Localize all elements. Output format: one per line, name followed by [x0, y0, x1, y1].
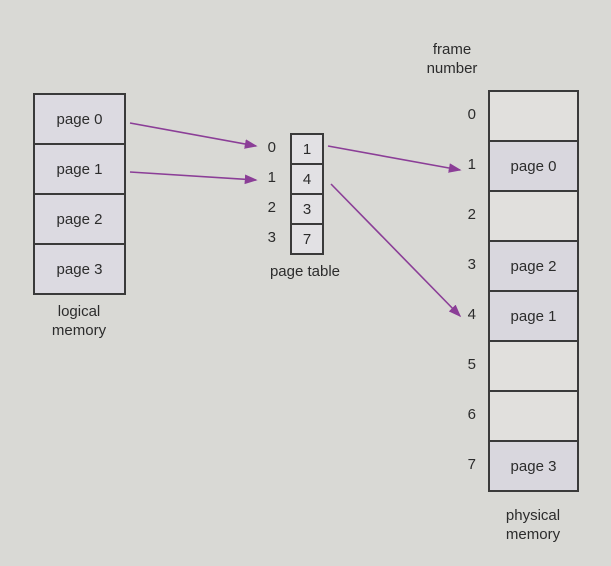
frame-number: 3: [467, 256, 476, 273]
arrow-page1-to-pagetable-index1: [129, 171, 258, 185]
logical-memory-label: logical memory: [51, 303, 107, 340]
logical-memory-cell: page 0: [33, 93, 126, 145]
page-table-index: 3: [267, 229, 276, 246]
logical-memory-cell: page 3: [33, 243, 126, 295]
logical-memory-cell: page 1: [33, 143, 126, 195]
page-table-index: 0: [267, 139, 276, 156]
frame-number: 4: [467, 306, 476, 323]
page-table-entry: 1: [290, 133, 324, 165]
physical-memory-frame: [488, 90, 579, 142]
physical-memory-label: physical memory: [505, 507, 561, 544]
physical-memory-frame: [488, 190, 579, 242]
page-table-index: 2: [267, 199, 276, 216]
arrow-pagetable-entry0-to-frame1: [327, 145, 462, 173]
frame-number: 6: [467, 406, 476, 423]
frame-number-header: frame number: [426, 41, 478, 78]
arrow-pagetable-entry1-to-frame4: [330, 183, 462, 318]
physical-memory-frame: page 1: [488, 290, 579, 342]
physical-memory-table: page 0 page 2 page 1 page 3: [488, 90, 579, 492]
physical-memory-frame: [488, 390, 579, 442]
physical-memory-frame: page 3: [488, 440, 579, 492]
frame-number: 1: [467, 156, 476, 173]
frame-number: 5: [467, 356, 476, 373]
page-table-index: 1: [267, 169, 276, 186]
page-table-entry: 4: [290, 163, 324, 195]
arrow-page0-to-pagetable-index0: [129, 122, 258, 149]
frame-number: 2: [467, 206, 476, 223]
physical-memory-frame: page 2: [488, 240, 579, 292]
frame-number: 0: [467, 106, 476, 123]
frame-number-column: 0 1 2 3 4 5 6 7: [448, 90, 476, 490]
page-table-label: page table: [269, 263, 341, 280]
page-table: 1 4 3 7: [290, 133, 324, 255]
logical-memory-cell: page 2: [33, 193, 126, 245]
page-table-indices: 0 1 2 3: [248, 133, 276, 253]
frame-number: 7: [467, 456, 476, 473]
logical-memory-table: page 0 page 1 page 2 page 3: [33, 93, 126, 295]
page-table-entry: 7: [290, 223, 324, 255]
physical-memory-frame: [488, 340, 579, 392]
page-table-entry: 3: [290, 193, 324, 225]
physical-memory-frame: page 0: [488, 140, 579, 192]
